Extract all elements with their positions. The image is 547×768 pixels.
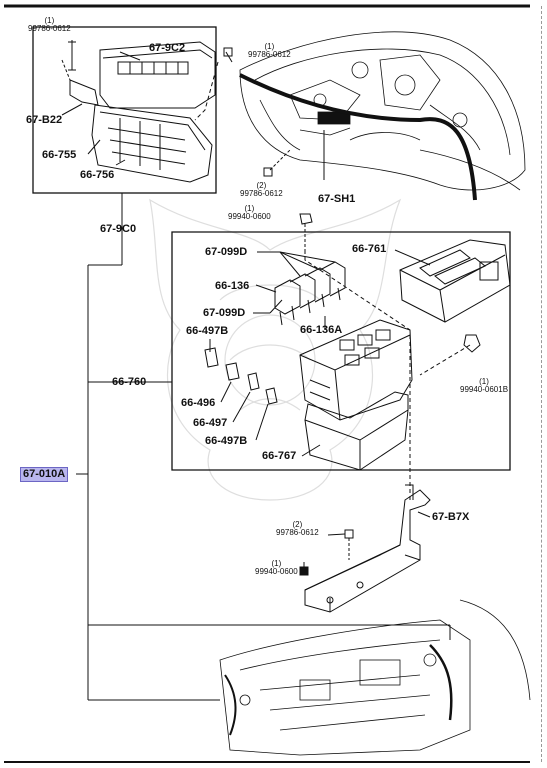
relays-drawing: [274, 261, 346, 326]
part-label-67-b7x: 67-B7X: [432, 511, 470, 523]
part-label-66-760: 66-760: [112, 376, 147, 388]
part-label-66-136: 66-136: [215, 280, 250, 292]
bolt-label-6: (2)99786-0612: [276, 520, 319, 537]
part-label-66-496: 66-496: [181, 397, 216, 409]
part-label-67-9c2: 67-9C2: [149, 42, 186, 54]
part-label-67-b22: 67-B22: [26, 114, 63, 126]
lower-case-drawing: [304, 391, 409, 471]
engine-bay-drawing: [239, 31, 526, 201]
fuse-cover-drawing: [99, 41, 216, 109]
part-label-67-sh1: 67-SH1: [318, 193, 356, 205]
part-label-67-099d-bottom: 67-099D: [203, 307, 246, 319]
bolt-label-3: (2)99786-0612: [240, 181, 283, 198]
nut-label-4: (1)99940-0600: [228, 204, 271, 221]
watermark-crest: [149, 198, 402, 501]
bolt-label-2: (1)99786-0612: [248, 42, 291, 59]
bracket-b7x-drawing: [304, 484, 431, 613]
part-label-66-497b-top: 66-497B: [186, 325, 229, 337]
dashboard-drawing: [219, 599, 531, 756]
part-label-66-767: 66-767: [262, 450, 297, 462]
part-label-67-099d-top: 67-099D: [205, 246, 248, 258]
part-label-66-497: 66-497: [193, 417, 228, 429]
bolt-label-1: (1)99786-0612: [28, 16, 71, 33]
fuse-body-drawing: [91, 104, 213, 183]
upper-left-frame: [32, 26, 217, 194]
part-label-67-010a[interactable]: 67-010A: [20, 467, 69, 482]
part-label-67-9c0: 67-9C0: [100, 223, 137, 235]
fuses-drawing: [204, 347, 278, 405]
relay-box-frame: [171, 231, 511, 471]
part-label-66-497b-bottom: 66-497B: [205, 435, 248, 447]
part-label-66-756: 66-756: [80, 169, 115, 181]
relay-cover-drawing: [399, 239, 511, 323]
bracket-b22-drawing: [69, 79, 99, 106]
page-edge: [541, 6, 546, 762]
junction-block-drawing: [299, 319, 413, 421]
nut-label-5: (1)99940-0601B: [460, 377, 509, 394]
part-label-66-761: 66-761: [352, 243, 387, 255]
nut-label-7: (1)99940-0600: [255, 559, 298, 576]
part-label-66-136a: 66-136A: [300, 324, 343, 336]
part-label-66-755: 66-755: [42, 149, 77, 161]
